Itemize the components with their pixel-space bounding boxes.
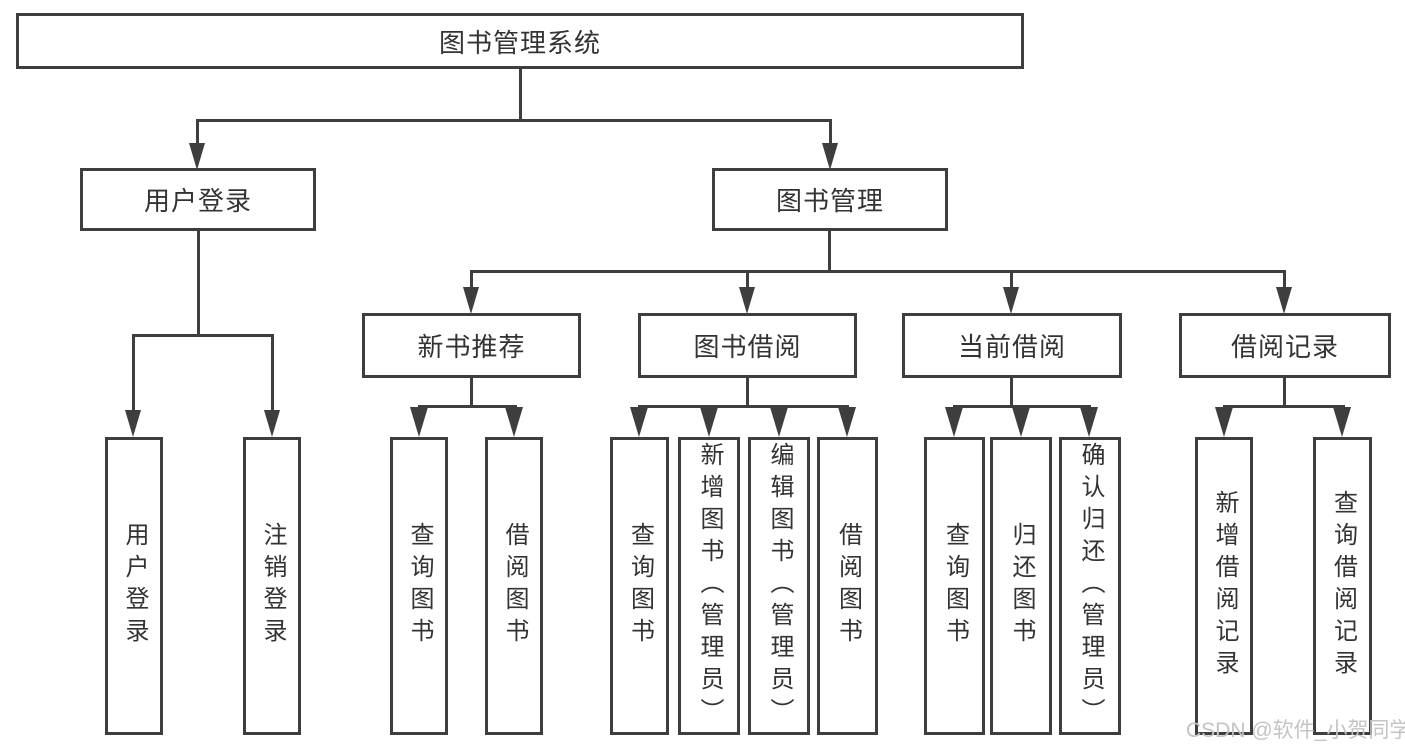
- connector-line: [1010, 270, 1013, 289]
- arrow-down: [1080, 407, 1098, 437]
- leaf-query-borrow-record-label: 查询借阅记录: [1329, 490, 1357, 682]
- arrow-down: [838, 407, 856, 437]
- arrow-down: [945, 407, 963, 437]
- arrow-down: [1012, 407, 1030, 437]
- connector-line: [746, 378, 749, 408]
- leaf-confirm-return-admin-label: 确认归还（管理员）: [1077, 442, 1104, 730]
- leaf-return-books: 归还图书: [990, 437, 1052, 735]
- node-current-borrowing-label: 当前借阅: [957, 332, 1066, 362]
- leaf-borrowing-query-books: 查询图书: [610, 437, 669, 735]
- leaf-recommend-borrow-books: 借阅图书: [485, 437, 543, 735]
- leaf-borrowing-borrow-books-label: 借阅图书: [834, 522, 862, 650]
- leaf-add-books-admin-label: 新增图书（管理员）: [696, 442, 723, 730]
- arrow-down: [463, 287, 479, 314]
- node-borrowing-records-label: 借阅记录: [1230, 332, 1339, 362]
- connector-line: [828, 231, 831, 273]
- node-library-management-system: 图书管理系统: [16, 13, 1024, 69]
- node-current-borrowing: 当前借阅: [902, 313, 1122, 378]
- node-borrowing-records: 借阅记录: [1179, 313, 1391, 378]
- node-book-management-label: 图书管理: [775, 186, 884, 216]
- connector-line: [746, 270, 749, 289]
- connector-line: [1010, 378, 1013, 408]
- arrow-down: [700, 407, 718, 437]
- connector-line: [1283, 270, 1286, 289]
- arrow-down: [410, 407, 428, 437]
- connector-line: [470, 270, 1286, 273]
- node-user-login: 用户登录: [80, 168, 316, 231]
- connector-line: [418, 405, 517, 408]
- connector-line: [829, 119, 832, 146]
- connector-line: [197, 231, 200, 337]
- leaf-return-books-label: 归还图书: [1008, 522, 1035, 650]
- connector-line: [953, 405, 1091, 408]
- leaf-recommend-query-books-label: 查询图书: [406, 522, 433, 650]
- leaf-borrowing-query-books-label: 查询图书: [626, 522, 654, 650]
- connector-line: [519, 68, 522, 122]
- arrow-down: [1003, 287, 1019, 314]
- node-library-management-system-label: 图书管理系统: [438, 27, 601, 58]
- connector-line: [132, 334, 274, 337]
- arrow-down: [1333, 407, 1351, 437]
- connector-line: [470, 270, 473, 289]
- leaf-recommend-borrow-books-label: 借阅图书: [501, 522, 528, 650]
- leaf-add-borrow-record: 新增借阅记录: [1195, 437, 1253, 735]
- leaf-current-query-books: 查询图书: [924, 437, 985, 735]
- connector-line: [470, 378, 473, 408]
- leaf-edit-books-admin-label: 编辑图书（管理员）: [766, 442, 793, 730]
- leaf-logout: 注销登录: [243, 437, 301, 735]
- node-book-borrowing: 图书借阅: [638, 313, 857, 378]
- arrow-down: [739, 287, 755, 314]
- connector-line: [132, 334, 135, 412]
- arrow-down: [1215, 407, 1233, 437]
- arrow-down: [1276, 287, 1292, 314]
- arrow-down: [505, 407, 523, 437]
- arrow-down: [630, 407, 648, 437]
- arrow-down: [822, 143, 838, 170]
- arrow-down: [125, 410, 141, 437]
- arrow-down: [770, 407, 788, 437]
- node-new-book-recommend: 新书推荐: [362, 313, 581, 378]
- leaf-confirm-return-admin: 确认归还（管理员）: [1059, 437, 1121, 735]
- node-new-book-recommend-label: 新书推荐: [417, 332, 526, 362]
- leaf-recommend-query-books: 查询图书: [390, 437, 448, 735]
- connector-line: [196, 119, 832, 122]
- connector-line: [271, 334, 274, 412]
- connector-line: [196, 119, 199, 146]
- leaf-user-login: 用户登录: [105, 437, 163, 735]
- leaf-edit-books-admin: 编辑图书（管理员）: [748, 437, 810, 735]
- leaf-user-login-label: 用户登录: [121, 522, 148, 650]
- arrow-down: [189, 143, 205, 170]
- connector-line: [1223, 405, 1345, 408]
- leaf-current-query-books-label: 查询图书: [941, 522, 969, 650]
- connector-line: [638, 405, 849, 408]
- leaf-add-books-admin: 新增图书（管理员）: [678, 437, 740, 735]
- arrow-down: [264, 410, 280, 437]
- node-book-borrowing-label: 图书借阅: [693, 332, 802, 362]
- leaf-add-borrow-record-label: 新增借阅记录: [1211, 490, 1238, 682]
- node-book-management: 图书管理: [712, 168, 948, 231]
- csdn-watermark: CSDN @软件_小贺同学: [1186, 719, 1405, 742]
- leaf-logout-label: 注销登录: [259, 522, 286, 650]
- leaf-query-borrow-record: 查询借阅记录: [1313, 437, 1372, 735]
- leaf-borrowing-borrow-books: 借阅图书: [817, 437, 878, 735]
- node-user-login-label: 用户登录: [143, 186, 252, 216]
- connector-line: [1283, 378, 1286, 408]
